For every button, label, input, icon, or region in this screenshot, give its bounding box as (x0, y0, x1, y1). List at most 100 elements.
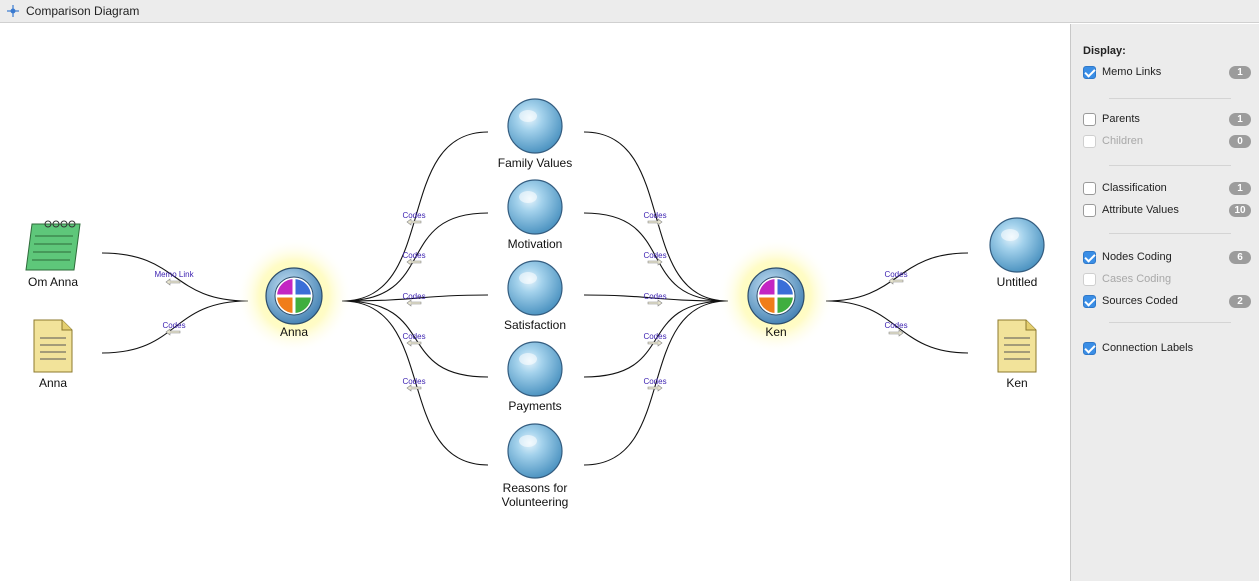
node-label-reasons-for-volunteering: Reasons for Volunteering (501, 481, 569, 509)
display-heading: Display: (1083, 45, 1126, 57)
memo-icon[interactable] (25, 220, 81, 271)
option-connection-labels[interactable]: Connection Labels (1083, 341, 1255, 357)
node-label-family-values: Family Values (497, 156, 573, 170)
arrow-left-icon (406, 218, 422, 226)
count-badge: 1 (1229, 182, 1251, 195)
codes-line-anna-family (341, 131, 489, 302)
connection-label-codes: Codes (643, 292, 667, 301)
document-icon[interactable] (33, 319, 73, 373)
count-badge: 2 (1229, 295, 1251, 308)
option-cases-coding: Cases Coding (1083, 272, 1255, 288)
window-title: Comparison Diagram (26, 4, 140, 18)
count-badge: 1 (1229, 66, 1251, 79)
count-badge: 6 (1229, 251, 1251, 264)
connection-label-codes: Codes (402, 332, 426, 341)
diagram-svg (25, 98, 1045, 479)
connection-label-codes: Codes (402, 292, 426, 301)
connection-label-codes: Codes (643, 377, 667, 386)
node-icon (507, 260, 563, 316)
option-nodes-coding[interactable]: Nodes Coding 6 (1083, 250, 1255, 266)
option-memo-links[interactable]: Memo Links 1 (1083, 65, 1255, 81)
node-icon (507, 423, 563, 479)
option-children: Children 0 (1083, 134, 1255, 150)
codes-line-anna-motivation (341, 212, 489, 302)
connection-lines (101, 131, 969, 466)
node-label-anna-doc: Anna (38, 376, 68, 390)
option-label: Memo Links (1102, 66, 1162, 78)
node-label-om-anna: Om Anna (27, 275, 79, 289)
connection-label-codes: Codes (162, 321, 186, 330)
arrow-left-icon (406, 299, 422, 307)
cases-coding-checkbox (1083, 273, 1096, 286)
arrow-right-icon (647, 339, 663, 347)
option-parents[interactable]: Parents 1 (1083, 112, 1255, 128)
arrow-left-icon (406, 339, 422, 347)
node-label-payments: Payments (508, 399, 562, 413)
title-bar: Comparison Diagram (0, 0, 1259, 23)
case-icon[interactable] (747, 267, 805, 325)
classification-checkbox[interactable] (1083, 182, 1096, 195)
codes-line-ken-motivation (583, 212, 729, 302)
arrow-right-icon (647, 218, 663, 226)
display-panel: Display: Memo Links 1 Parents 1 Children… (1070, 24, 1259, 581)
option-label: Parents (1102, 113, 1140, 125)
option-label: Classification (1102, 182, 1167, 194)
connection-label-codes: Codes (402, 377, 426, 386)
option-label: Attribute Values (1102, 204, 1179, 216)
option-sources-coded[interactable]: Sources Coded 2 (1083, 294, 1255, 310)
arrow-right-icon (647, 299, 663, 307)
option-label: Cases Coding (1102, 273, 1172, 285)
node-icon (507, 98, 563, 154)
separator (1109, 322, 1231, 323)
diagram-canvas[interactable]: Om Anna Anna Anna Family Values Motivati… (0, 24, 1070, 581)
connection-label-codes: Codes (402, 211, 426, 220)
node-label-anna-case: Anna (279, 325, 309, 339)
codes-line-ken-reasons (583, 300, 729, 466)
codes-line-ken-satisfaction (583, 294, 729, 302)
document-icon[interactable] (997, 319, 1037, 373)
option-classification[interactable]: Classification 1 (1083, 181, 1255, 197)
connection-arrows (165, 218, 904, 392)
arrow-left-icon (406, 384, 422, 392)
codes-line-anna-doc (101, 300, 249, 354)
node-label-untitled: Untitled (996, 275, 1038, 289)
case-icon[interactable] (265, 267, 323, 325)
option-label: Sources Coded (1102, 295, 1178, 307)
codes-line-ken-doc (825, 300, 969, 354)
node-icon (989, 217, 1045, 273)
nodes-coding-checkbox[interactable] (1083, 251, 1096, 264)
arrow-left-icon (165, 278, 181, 286)
node-label-ken-case: Ken (765, 325, 787, 339)
codes-line-anna-payments (341, 300, 489, 378)
node-label-satisfaction: Satisfaction (503, 318, 567, 332)
connection-label-codes: Codes (402, 251, 426, 260)
option-label: Children (1102, 135, 1143, 147)
memo-link-line (101, 252, 249, 302)
count-badge: 0 (1229, 135, 1251, 148)
connection-label-codes: Codes (643, 251, 667, 260)
count-badge: 1 (1229, 113, 1251, 126)
memo-links-checkbox[interactable] (1083, 66, 1096, 79)
codes-line-anna-satisfaction (341, 294, 489, 302)
attribute-values-checkbox[interactable] (1083, 204, 1096, 217)
separator (1109, 165, 1231, 166)
sources-coded-checkbox[interactable] (1083, 295, 1096, 308)
connection-labels-checkbox[interactable] (1083, 342, 1096, 355)
arrow-left-icon (888, 277, 904, 285)
connection-label-codes: Codes (884, 270, 908, 279)
option-label: Nodes Coding (1102, 251, 1172, 263)
children-checkbox (1083, 135, 1096, 148)
connection-label-codes: Codes (643, 211, 667, 220)
node-label-motivation: Motivation (507, 237, 563, 251)
node-icon (507, 341, 563, 397)
connection-label-codes: Codes (643, 332, 667, 341)
option-label: Connection Labels (1102, 342, 1194, 354)
separator (1109, 233, 1231, 234)
node-label-ken-doc: Ken (1006, 376, 1028, 390)
separator (1109, 98, 1231, 99)
sphere-highlights (519, 110, 1019, 447)
option-attribute-values[interactable]: Attribute Values 10 (1083, 203, 1255, 219)
arrow-right-icon (647, 258, 663, 266)
arrow-left-icon (406, 258, 422, 266)
parents-checkbox[interactable] (1083, 113, 1096, 126)
